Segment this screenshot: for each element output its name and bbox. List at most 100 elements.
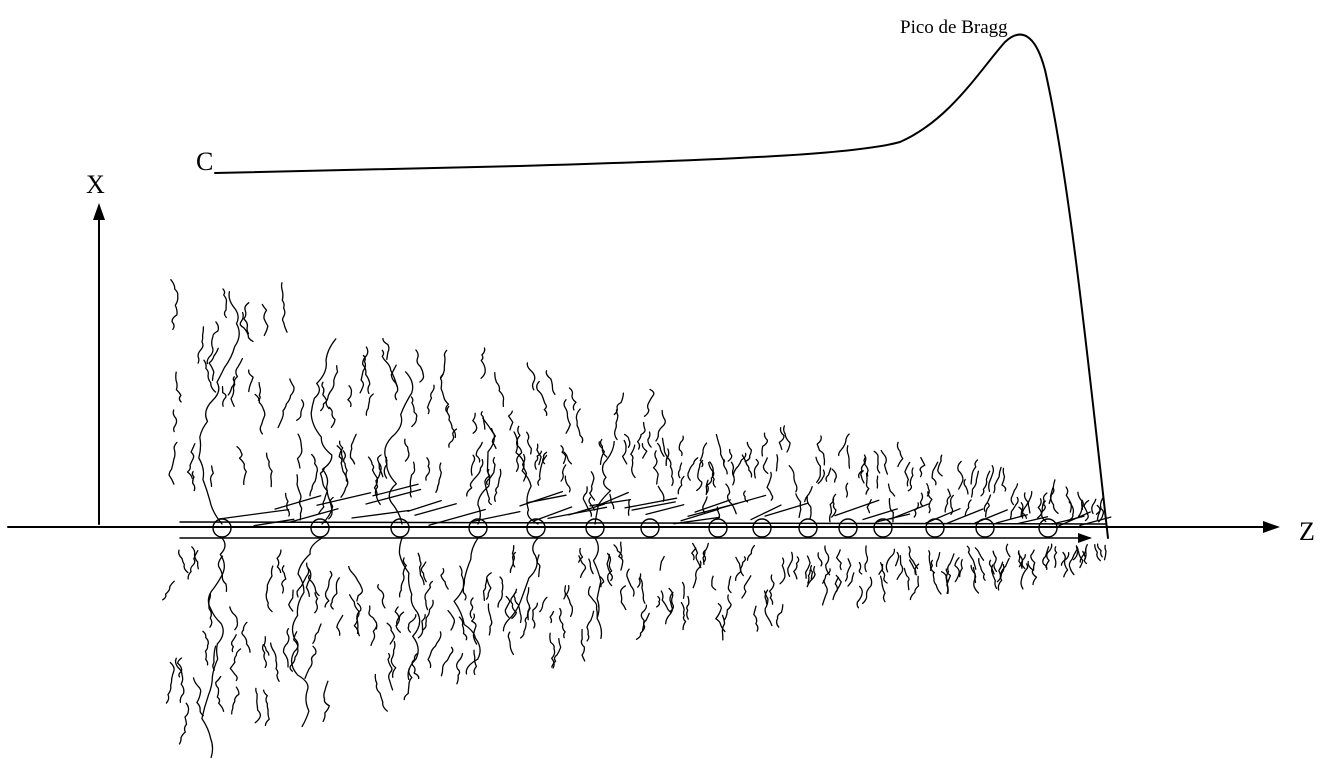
secondary-track [378,585,385,608]
secondary-track [857,586,862,607]
secondary-track [807,497,811,518]
secondary-track [679,436,683,455]
secondary-track [960,560,963,577]
secondary-track [366,394,373,415]
secondary-track [441,374,449,411]
secondary-track [623,441,627,464]
secondary-track [927,484,929,496]
oblique-track [835,500,879,515]
secondary-track [859,563,861,575]
secondary-track [180,703,189,744]
z-axis-arrowhead [1263,521,1280,533]
secondary-track [436,463,441,492]
secondary-track [965,500,971,515]
secondary-track [391,365,397,399]
secondary-track [776,455,777,471]
secondary-track [383,339,389,360]
secondary-track [474,650,476,674]
secondary-track [255,394,265,434]
secondary-track [194,678,204,716]
secondary-track [1038,493,1047,518]
secondary-track [192,472,194,491]
secondary-track [566,586,572,617]
secondary-track [1006,544,1010,556]
secondary-track [1054,547,1056,568]
secondary-track [846,483,848,497]
secondary-track [1079,500,1084,516]
secondary-track [470,598,473,618]
secondary-track [722,615,724,640]
secondary-track [223,387,226,407]
secondary-track [441,647,452,675]
secondary-track [169,442,177,484]
secondary-track [375,675,387,712]
secondary-track [476,442,482,462]
secondary-track [305,646,316,678]
secondary-track [648,432,651,447]
secondary-track [627,569,634,596]
secondary-track [861,471,864,483]
secondary-track [687,596,689,619]
shower-trunk-track [199,292,239,524]
secondary-track [994,467,1001,492]
secondary-track [958,461,963,489]
secondary-track [565,476,570,492]
secondary-track [552,639,561,668]
secondary-track [724,460,728,474]
secondary-track [889,484,895,496]
shower-trunk-track [385,372,413,524]
secondary-track [661,591,671,613]
secondary-track [428,385,435,413]
secondary-track [331,578,339,609]
secondary-track [964,480,968,494]
secondary-track [416,350,424,382]
secondary-track [282,283,287,332]
secondary-track [837,550,842,570]
secondary-track [933,572,941,594]
shower-trunk-track [311,339,336,524]
secondary-track [510,552,515,572]
secondary-track [533,603,538,628]
secondary-track [232,687,239,714]
secondary-track [897,442,902,466]
secondary-track [631,445,635,477]
oblique-track [520,492,562,506]
oblique-track [219,510,289,519]
secondary-track [564,400,570,434]
secondary-track [277,550,281,573]
secondary-track [692,548,696,559]
secondary-track [847,446,849,469]
secondary-track [700,443,706,467]
secondary-track [1031,550,1035,570]
secondary-track [770,575,774,604]
secondary-track [391,642,395,678]
secondary-track [570,388,577,410]
secondary-track [1002,468,1006,491]
secondary-track [780,558,785,584]
secondary-track [846,559,851,581]
secondary-track [904,568,909,589]
dose-curve [215,35,1108,538]
secondary-track [728,450,732,462]
secondary-track [993,551,996,571]
secondary-track [818,470,824,483]
secondary-track [989,466,994,492]
secondary-track [921,493,923,506]
secondary-track [467,460,483,496]
secondary-track [255,688,260,722]
secondary-track [816,457,820,482]
secondary-track [832,469,836,482]
secondary-track [932,462,938,485]
secondary-track [447,406,455,437]
shower-trunk-track [454,538,480,674]
secondary-track [498,577,503,607]
secondary-track [348,386,352,407]
secondary-track [914,503,918,517]
secondary-track [805,487,813,502]
secondary-track [909,547,918,569]
secondary-track [668,449,674,485]
secondary-track [1011,484,1017,505]
secondary-track [412,653,419,678]
secondary-track [426,458,430,480]
secondary-track [408,615,416,633]
